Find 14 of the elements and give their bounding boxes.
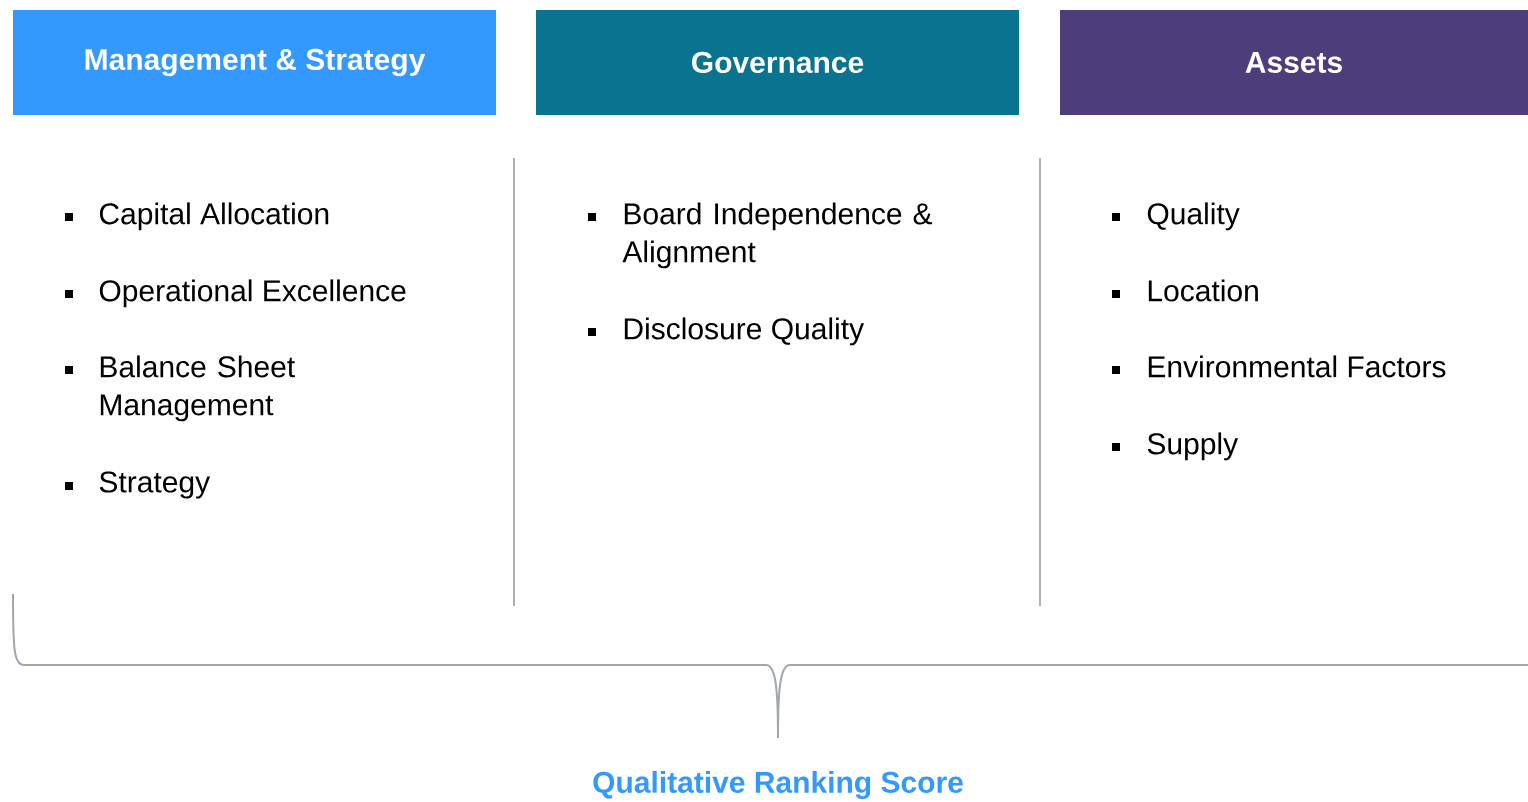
list-item: Board Independence & Alignment xyxy=(622,202,933,269)
category-header: Assets xyxy=(1060,10,1528,115)
summary-label: Qualitative Ranking Score xyxy=(593,770,963,800)
list-item: Balance Sheet Management xyxy=(100,355,295,422)
list-item: Environmental Factors xyxy=(1148,355,1446,378)
list-item: Disclosure Quality xyxy=(624,317,864,346)
category-header: Governance xyxy=(536,10,1019,115)
category-header: Management & Strategy xyxy=(13,10,496,115)
list-item: Location xyxy=(1148,279,1258,302)
list-item: Strategy xyxy=(99,471,211,499)
list-item: Supply xyxy=(1147,432,1239,461)
list-item: Operational Excellence xyxy=(99,279,406,308)
list-item: Capital Allocation xyxy=(99,202,329,231)
list-item: Quality xyxy=(1147,202,1240,231)
